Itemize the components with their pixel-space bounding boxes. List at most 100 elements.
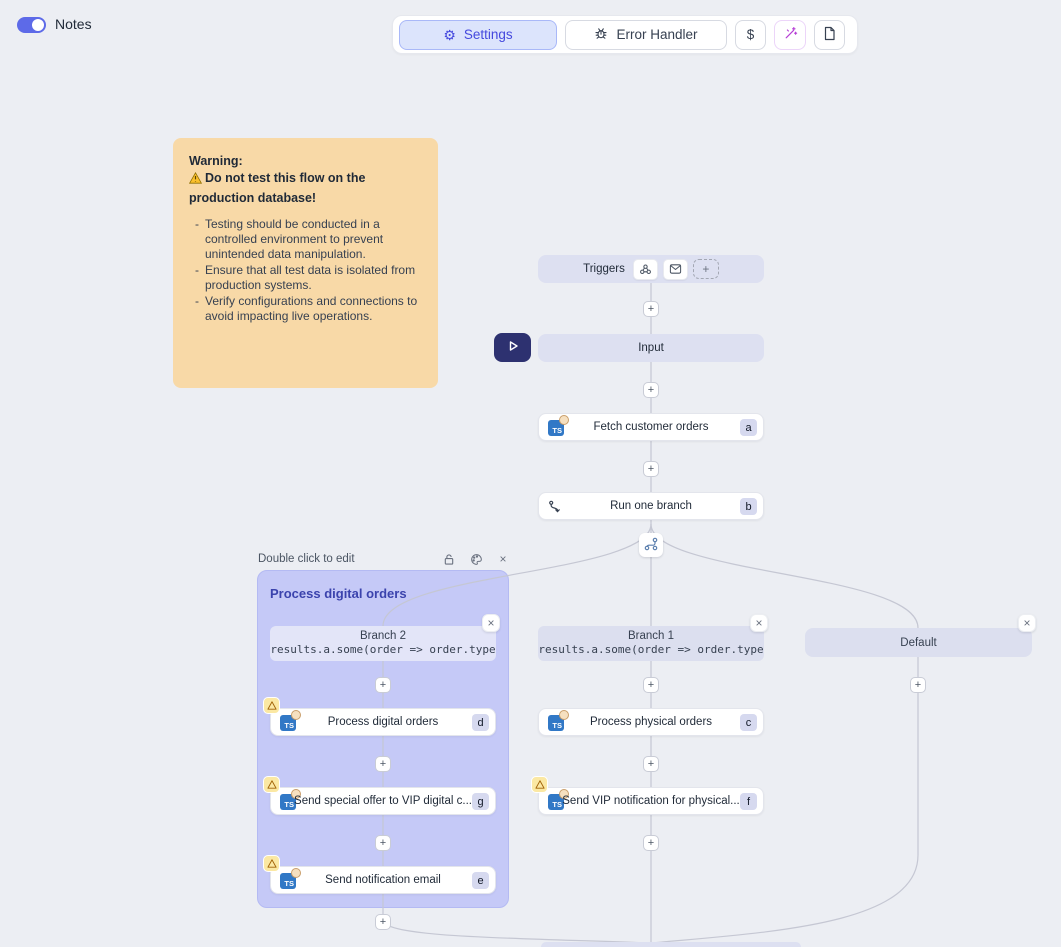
step-id-badge: g [472,793,489,810]
bun-runtime-icon [291,710,301,720]
step-node-send-notification-email[interactable]: TS Send notification email e [263,855,496,894]
note-title: Warning: [189,154,243,168]
sticky-note[interactable]: Warning: Do not test this flow on the pr… [173,138,438,388]
group-header-row: Double click to edit × [258,551,510,567]
branch-label: Branch 1 [627,630,675,642]
bug-icon [594,26,608,43]
branch-predicate-code: results.a.some(order => order.type [270,643,496,656]
error-handler-label: Error Handler [616,27,698,42]
note-bullet-list: -Testing should be conducted in a contro… [195,217,422,324]
add-step-button[interactable]: + [375,677,391,693]
play-icon [506,339,520,356]
typescript-icon: TS [548,415,569,436]
step-node-run-one-branch[interactable]: Run one branch b [538,492,764,520]
group-title: Process digital orders [270,586,407,601]
warning-badge-icon [531,776,548,793]
step-label: Send notification email [325,874,441,886]
step-id-badge: c [740,714,757,731]
triggers-node[interactable]: Triggers + [538,255,764,283]
lock-icon[interactable] [442,552,456,566]
step-label: Fetch customer orders [593,421,709,433]
input-label: Input [638,342,664,354]
step-id-badge: d [472,714,489,731]
group-edit-hint: Double click to edit [258,553,355,565]
add-step-button[interactable]: + [910,677,926,693]
gear-icon: ⚙ [443,26,456,43]
add-trigger-button[interactable]: + [692,259,719,279]
magic-wand-icon [783,26,798,44]
add-step-button[interactable]: + [643,835,659,851]
step-id-badge: f [740,793,757,810]
ai-wand-button[interactable] [774,19,806,50]
add-step-button[interactable]: + [643,677,659,693]
settings-button[interactable]: ⚙ Settings [399,19,557,50]
warning-badge-icon [263,855,280,872]
triggers-label: Triggers [583,263,625,275]
typescript-icon: TS [280,789,301,810]
bun-runtime-icon [559,415,569,425]
step-label: Process digital orders [327,716,439,728]
remove-branch-button[interactable]: × [482,614,500,632]
toggle-knob [32,19,44,31]
bun-runtime-icon [291,789,301,799]
run-flow-button[interactable] [494,333,531,362]
typescript-icon: TS [280,710,301,731]
step-id-badge: e [472,872,489,889]
step-id-badge: a [740,419,757,436]
branch-graph-icon [644,537,658,554]
error-handler-button[interactable]: Error Handler [565,19,727,50]
warning-triangle-icon [188,171,203,189]
warning-badge-icon [263,697,280,714]
add-step-button[interactable]: + [643,382,659,398]
branch-label: Default [900,636,937,649]
webhook-trigger-button[interactable] [632,258,658,280]
branch-label: Branch 2 [359,630,407,642]
branch-predicate-code: results.a.some(order => order.type [538,643,764,656]
input-node[interactable]: Input [538,334,764,362]
close-icon[interactable]: × [499,552,507,566]
step-node-process-physical-orders[interactable]: TS Process physical orders c [538,708,764,736]
settings-label: Settings [463,27,513,42]
branch2-header[interactable]: Branch 2 results.a.some(order => order.t… [270,626,496,661]
email-trigger-button[interactable] [662,258,688,280]
step-node-send-special-offer[interactable]: TS Send special offer to VIP digital c..… [263,776,496,815]
remove-branch-button[interactable]: × [750,614,768,632]
palette-icon[interactable] [469,552,483,566]
branch-one-icon [548,500,562,519]
note-bullet: -Testing should be conducted in a contro… [195,217,384,261]
bun-runtime-icon [291,868,301,878]
default-branch-header[interactable]: Default [805,628,1032,657]
notes-label: Notes [55,16,92,32]
merge-node-partial[interactable] [541,942,801,947]
add-step-button[interactable]: + [643,756,659,772]
step-node-fetch-customer-orders[interactable]: TS Fetch customer orders a [538,413,764,441]
top-toolbar: ⚙ Settings Error Handler $ [392,15,858,54]
note-alert-text: Do not test this flow on the production … [189,171,366,205]
step-id-badge: b [740,498,757,515]
export-doc-button[interactable] [814,19,845,50]
add-step-button[interactable]: + [375,914,391,930]
note-bullet: -Verify configurations and connections t… [195,294,418,323]
notes-toggle[interactable] [17,17,46,33]
document-icon [823,26,836,44]
step-node-process-digital-orders[interactable]: TS Process digital orders d [263,697,496,736]
branch-split-button[interactable] [639,533,663,557]
branch1-header[interactable]: Branch 1 results.a.some(order => order.t… [538,626,764,661]
add-step-button[interactable]: + [375,756,391,772]
step-label: Send special offer to VIP digital c... [294,795,472,807]
typescript-icon: TS [280,868,301,889]
note-bullet: -Ensure that all test data is isolated f… [195,263,416,292]
add-step-button[interactable]: + [643,301,659,317]
step-label: Process physical orders [589,716,713,728]
step-node-send-vip-notification[interactable]: TS Send VIP notification for physical...… [531,776,764,815]
dollar-icon: $ [746,27,755,42]
step-label: Run one branch [610,500,692,512]
step-label: Send VIP notification for physical... [562,795,740,807]
add-step-button[interactable]: + [375,835,391,851]
add-step-button[interactable]: + [643,461,659,477]
cost-button[interactable]: $ [735,19,766,50]
branch-group-box[interactable] [257,570,509,908]
remove-branch-button[interactable]: × [1018,614,1036,632]
